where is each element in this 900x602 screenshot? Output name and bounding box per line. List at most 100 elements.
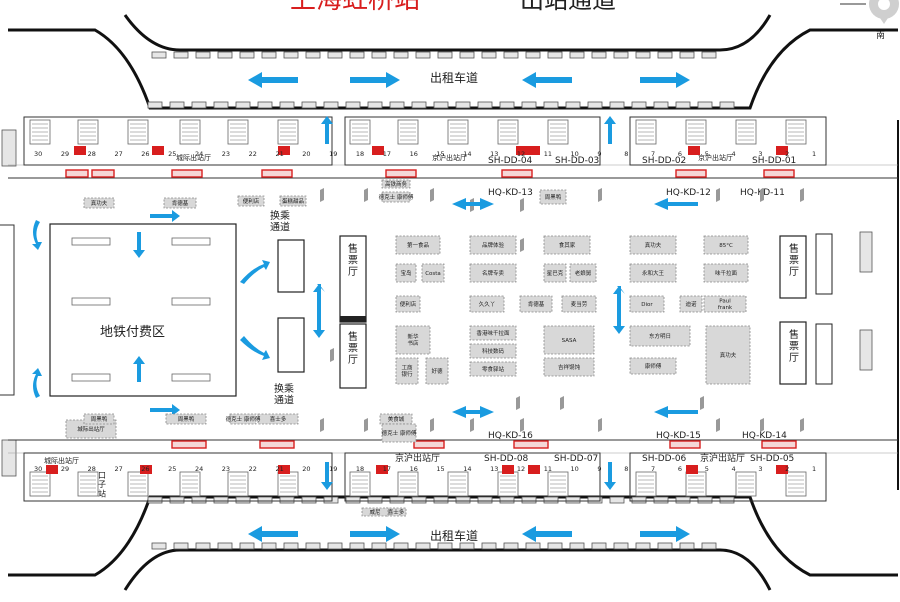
code-sh-dd-02: SH-DD-02 — [642, 156, 686, 166]
top-lane-bays — [147, 51, 735, 109]
bottom-hall-label-intercity: 城际出站厅 — [44, 456, 79, 465]
shop: 食其家 — [543, 235, 591, 255]
shop-name: 肯德基 — [172, 199, 189, 207]
lane-bay — [411, 496, 427, 504]
arrow-right-icon — [150, 210, 180, 222]
arrow-up-icon — [133, 356, 145, 382]
ramp-marker — [598, 188, 602, 202]
ramp-marker — [760, 188, 764, 202]
arrow-curve-icon — [240, 336, 270, 360]
shop-name: 蛋糕甜品 — [282, 197, 305, 205]
lane-bay — [525, 542, 541, 550]
shop-name: Costa — [425, 271, 441, 277]
gate-number: 27 — [114, 150, 122, 158]
shop-name: 周黑鸭 — [545, 193, 562, 201]
code-sh-dd-04: SH-DD-04 — [488, 156, 533, 166]
gate-marker — [278, 146, 290, 155]
gate-marker — [528, 146, 540, 155]
lane-bay — [477, 101, 493, 109]
shop-name: 城际出站厅 — [77, 425, 105, 433]
shop: 便利店 — [237, 195, 265, 207]
shop-name: SASA — [562, 338, 577, 344]
shop-name: 周黑鸭 — [178, 415, 195, 423]
transfer-label-b: 换乘通道 — [274, 382, 294, 407]
compass-icon — [840, 0, 899, 24]
ramp-marker — [700, 396, 704, 410]
shop: 久久丫 — [469, 295, 505, 313]
ramp-marker — [516, 396, 520, 410]
lane-bay — [547, 542, 563, 550]
gate-number: 24 — [195, 150, 203, 158]
lane-bay — [261, 51, 277, 59]
shop: 永和大王 — [629, 263, 677, 283]
lane-bay — [657, 542, 673, 550]
gate-number: 18 — [356, 150, 364, 158]
gate-number: 22 — [249, 150, 257, 158]
shop-name: 威尼 — [369, 508, 381, 516]
shop-name: 工商 — [401, 364, 413, 372]
gate-marker — [688, 146, 700, 155]
lane-bay — [477, 496, 493, 504]
ramp-marker — [364, 418, 368, 432]
lane-bay — [217, 542, 233, 550]
gate-number: 4 — [732, 465, 736, 473]
gate-number: 21 — [275, 465, 283, 473]
arrow-curve-icon — [32, 220, 42, 250]
gate-number: 3 — [758, 465, 762, 473]
metro-paid-area-label: 地铁付费区 — [100, 325, 165, 340]
gate-number: 17 — [383, 465, 391, 473]
shop-name: 书店 — [407, 339, 419, 347]
lane-bay — [151, 51, 167, 59]
metro-paid-area — [49, 223, 237, 397]
lane-bay — [609, 101, 625, 109]
shop-name: 便利店 — [400, 300, 417, 308]
shop: SASA — [543, 325, 595, 355]
lane-bay — [191, 101, 207, 109]
shop: 迪诺 — [679, 295, 703, 313]
code-sh-dd-05: SH-DD-05 — [750, 454, 794, 464]
concourse-arrows — [321, 116, 698, 490]
shop-name: 食其家 — [559, 241, 576, 249]
shop-name: 新华 — [407, 333, 419, 341]
shop-name: 肯德基 — [528, 300, 545, 308]
shop: Dior — [629, 295, 665, 313]
shop: 好德 — [425, 357, 449, 385]
lane-bay — [261, 542, 277, 550]
shop-name: 康师傅 — [645, 362, 662, 370]
lane-bay — [437, 542, 453, 550]
left-wall — [0, 224, 15, 396]
gate-marker — [74, 146, 86, 155]
lane-bay — [415, 542, 431, 550]
station-name: 上海虹桥站 — [290, 0, 420, 15]
arrow-updown-icon — [613, 286, 625, 334]
lane-bay — [525, 51, 541, 59]
lane-bay — [151, 542, 167, 550]
shop-name: 便利店 — [243, 197, 260, 205]
shop-name: 味千拉面 — [715, 269, 738, 277]
arrow-both-icon — [452, 406, 494, 418]
lane-bay — [345, 101, 361, 109]
lane-bay — [173, 51, 189, 59]
shop-name: 东方明日 — [649, 332, 671, 340]
gate-number: 7 — [651, 465, 655, 473]
bottom-lane-arrows — [248, 526, 690, 542]
shop: Costa — [421, 263, 445, 283]
lane-bay — [283, 542, 299, 550]
gate-number: 9 — [597, 150, 601, 158]
code-sh-dd-01: SH-DD-01 — [752, 156, 796, 166]
arrow-left-icon — [522, 526, 572, 542]
gate-number: 6 — [678, 150, 682, 158]
lane-bay — [701, 542, 717, 550]
lane-bay — [393, 51, 409, 59]
left-stair-top — [1, 129, 17, 167]
gate-number: 4 — [732, 150, 736, 158]
gate-number: 14 — [463, 150, 471, 158]
lane-bay — [591, 542, 607, 550]
lane-bay — [503, 51, 519, 59]
gate-number: 25 — [168, 150, 176, 158]
gate-number: 16 — [410, 150, 418, 158]
lane-bay — [565, 496, 581, 504]
lane-bay — [569, 51, 585, 59]
